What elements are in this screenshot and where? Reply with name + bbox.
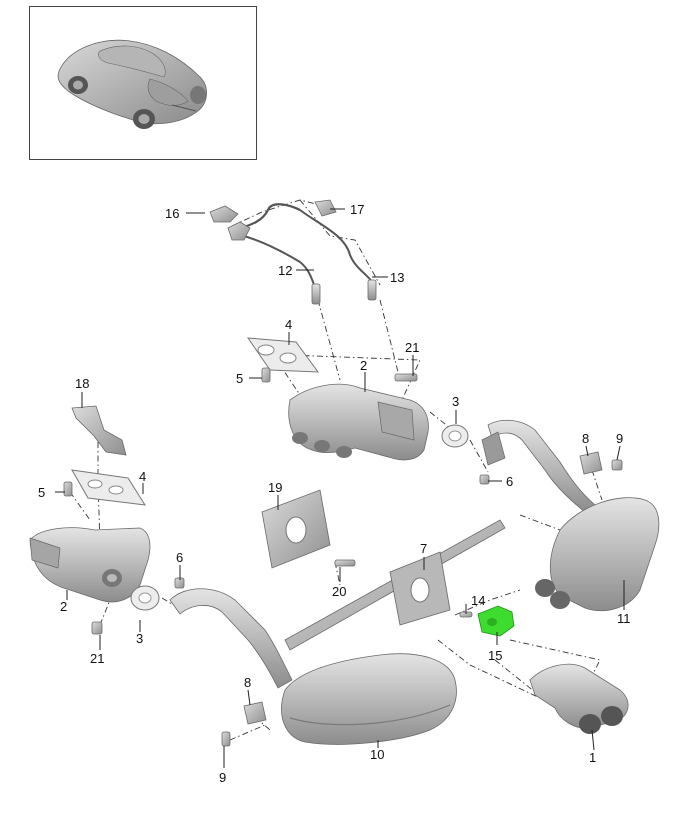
callout-16: 16 [165, 206, 179, 221]
callout-4-lower: 4 [139, 469, 146, 484]
callout-2-lower: 2 [60, 599, 67, 614]
callout-8-lower: 8 [244, 675, 251, 690]
oxygen-sensor-wiring [209, 199, 377, 305]
callout-7: 7 [420, 541, 427, 556]
callout-11: 11 [617, 611, 631, 626]
callout-14: 14 [471, 593, 485, 608]
callout-15: 15 [488, 648, 502, 663]
callout-4-upper: 4 [285, 317, 292, 332]
vehicle-thumbnail [29, 6, 257, 160]
callout-10: 10 [370, 747, 384, 762]
callout-19: 19 [268, 480, 282, 495]
callout-9-upper: 9 [616, 431, 623, 446]
callout-1: 1 [589, 750, 596, 765]
callout-labels: 16 17 12 13 4 21 5 2 3 6 8 9 18 4 5 19 7… [38, 202, 631, 785]
rear-silencer [535, 497, 660, 612]
callout-20: 20 [332, 584, 346, 599]
callout-5-upper: 5 [236, 371, 243, 386]
car-illustration [57, 39, 207, 129]
callout-9-lower: 9 [219, 770, 226, 785]
highlighted-mount-part[interactable] [477, 605, 515, 637]
callout-6-lower: 6 [176, 550, 183, 565]
small-hardware [63, 367, 623, 747]
callout-13: 13 [390, 270, 404, 285]
flange-gasket-upper [441, 424, 469, 448]
callout-3-upper: 3 [452, 394, 459, 409]
callout-8-upper: 8 [582, 431, 589, 446]
callout-21-upper: 21 [405, 340, 419, 355]
manifold-gasket-upper [246, 337, 320, 373]
callout-5-lower: 5 [38, 485, 45, 500]
callout-17: 17 [350, 202, 364, 217]
callout-6-upper: 6 [506, 474, 513, 489]
mounting-bracket [261, 489, 331, 569]
crossmember [284, 519, 506, 651]
main-silencer [281, 653, 457, 745]
manifold-gasket-lower [71, 469, 146, 506]
exhaust-manifold-upper [288, 383, 429, 461]
exhaust-manifold-lower [29, 527, 151, 603]
callout-18: 18 [75, 376, 89, 391]
heat-shield [71, 405, 127, 456]
callout-3-lower: 3 [136, 631, 143, 646]
leader-lines [55, 208, 625, 768]
callout-12: 12 [278, 263, 292, 278]
tailpipe-trim [529, 663, 629, 734]
assembly-lines [69, 199, 603, 741]
callout-2-upper: 2 [360, 358, 367, 373]
intermediate-pipe-upper [481, 419, 596, 513]
intermediate-pipe-lower [169, 588, 293, 689]
flange-gasket-lower [130, 585, 160, 611]
callout-21-lower: 21 [90, 651, 104, 666]
